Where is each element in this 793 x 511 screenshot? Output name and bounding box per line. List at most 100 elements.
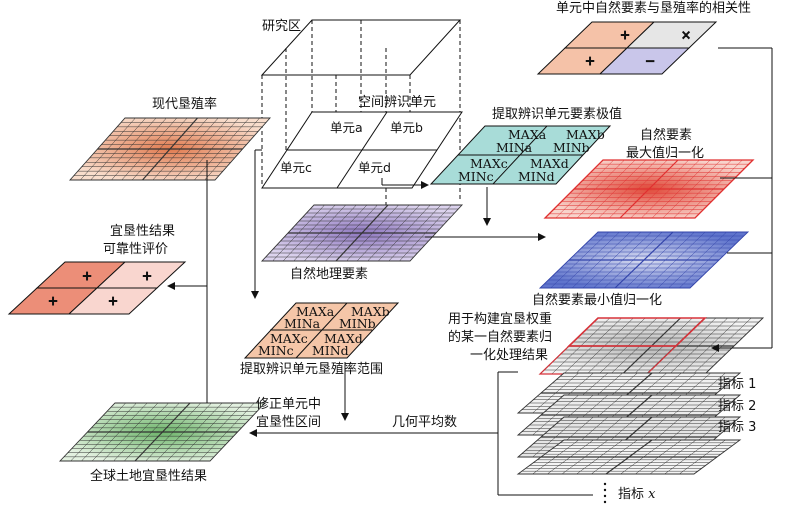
bottom-max-a: MAXa	[296, 304, 335, 319]
unit-b-label: 单元b	[390, 120, 423, 135]
corr-sign-c: +	[585, 54, 595, 68]
top-max-a: MAXa	[508, 127, 547, 142]
grid-line	[356, 204, 410, 262]
corr-sign-d: −	[645, 54, 655, 68]
global-result-grid	[58, 402, 267, 462]
geo-mean-label: 几何平均数	[392, 414, 457, 430]
grid-line	[156, 402, 212, 462]
grid-line	[335, 204, 389, 262]
grid-line	[177, 402, 234, 462]
indicator-ellipsis	[603, 482, 607, 504]
grid-line	[684, 159, 743, 219]
grid-line	[693, 317, 752, 375]
rel-sign-b: +	[142, 269, 152, 283]
grid-line	[173, 117, 229, 181]
unit-c-label: 单元c	[280, 160, 312, 175]
grid-line	[399, 204, 452, 262]
bottom-min-b: MINb	[339, 316, 376, 331]
spatial-unit-plane	[261, 111, 463, 189]
grid-line	[646, 231, 706, 289]
top-max-c: MAXc	[470, 156, 508, 171]
unit-d-label: 单元d	[358, 160, 391, 175]
corr-sign-a: +	[620, 28, 630, 42]
weight-grid	[538, 317, 765, 375]
natural-max-label-1: 自然要素	[640, 127, 692, 143]
grid-line	[657, 231, 717, 289]
grid-line	[346, 204, 399, 262]
natural-geo-grid	[260, 204, 464, 262]
natural-max-grid	[543, 159, 755, 219]
top-min-d: MINd	[518, 169, 555, 184]
weight-label-2: 的某一自然要素归	[448, 329, 552, 345]
indicator-2-label: 指标 2	[718, 399, 756, 414]
bottom-min-c: MINc	[258, 343, 294, 358]
grid-line	[188, 402, 244, 462]
corr-sign-b: ×	[681, 28, 691, 42]
correlation-diamond: + × + −	[536, 21, 718, 75]
natural-min-label: 自然要素最小值归一化	[532, 292, 662, 308]
grid-line	[163, 117, 219, 181]
extract-range-label: 提取辨识单元垦殖率范围	[240, 361, 383, 377]
extreme-table-bottom: MAXa MINa MAXb MINb MAXc MINc MAXd MINd	[243, 302, 400, 359]
grid-line	[142, 117, 198, 181]
rel-sign-d: +	[108, 294, 118, 308]
reliability-label-2: 可靠性评价	[103, 242, 168, 257]
natural-min-grid	[538, 231, 750, 289]
grid-line	[388, 204, 442, 262]
grid-line	[152, 117, 209, 181]
bottom-max-d: MAXd	[324, 331, 363, 346]
connectors	[167, 47, 773, 496]
revise-label-2: 宜垦性区间	[256, 415, 321, 430]
grid-line	[657, 317, 717, 375]
research-area-label: 研究区	[262, 19, 301, 34]
reliability-label-1: 宜垦性结果	[110, 224, 175, 239]
top-min-c: MINc	[458, 169, 494, 184]
grid-line	[662, 159, 722, 219]
top-max-b: MAXb	[566, 127, 605, 142]
revise-label-1: 修正单元中	[256, 397, 321, 412]
grid-line	[199, 402, 255, 462]
indicator-stack	[516, 372, 742, 475]
weight-label-3: 一化处理结果	[470, 348, 548, 363]
bottom-min-d: MINd	[312, 343, 349, 358]
correlation-label: 单元中自然要素与垦殖率的相关性	[556, 0, 751, 16]
bottom-max-b: MAXb	[351, 304, 390, 319]
grid-line	[641, 159, 700, 219]
grid-line	[204, 117, 260, 181]
extreme-table-top: MAXa MINa MAXb MINb MAXc MINc MAXd MINd	[429, 125, 612, 185]
grid-line	[183, 117, 240, 181]
grid-line	[636, 231, 695, 289]
top-min-b: MINb	[553, 140, 590, 155]
bottom-max-c: MAXc	[270, 331, 308, 346]
bottom-min-a: MINa	[284, 316, 321, 331]
modern-rate-grid	[68, 117, 272, 181]
grid-line	[166, 402, 223, 462]
grid-line	[651, 159, 711, 219]
grid-line	[145, 402, 201, 462]
rel-sign-a: +	[82, 269, 92, 283]
indicator-x-label: 指标 x	[618, 487, 656, 502]
grid-line	[625, 231, 684, 289]
top-min-a: MINa	[496, 140, 533, 155]
grid-line	[664, 439, 711, 475]
indicator-1-label: 指标 1	[718, 377, 756, 392]
indicator-3-label: 指标 3	[718, 420, 756, 435]
grid-line	[619, 159, 679, 219]
grid-line	[673, 159, 732, 219]
top-max-d: MAXd	[530, 156, 569, 171]
grid-line	[630, 159, 689, 219]
unit-a-label: 单元a	[330, 120, 363, 135]
grid-line	[614, 231, 674, 289]
reliability-diamond: + + + +	[7, 261, 187, 315]
grid-line	[679, 231, 738, 289]
weight-label-1: 用于构建宜垦权重	[448, 311, 552, 327]
extract-extreme-label: 提取辨识单元要素极值	[492, 106, 622, 122]
grid-line	[668, 231, 727, 289]
modern-rate-label: 现代垦殖率	[152, 96, 217, 112]
grid-line	[194, 117, 250, 181]
grid-line	[134, 402, 191, 462]
global-result-label: 全球土地宜垦性结果	[90, 468, 207, 484]
grid-line	[378, 204, 431, 262]
spatial-unit-label: 空间辨识单元	[358, 95, 436, 110]
